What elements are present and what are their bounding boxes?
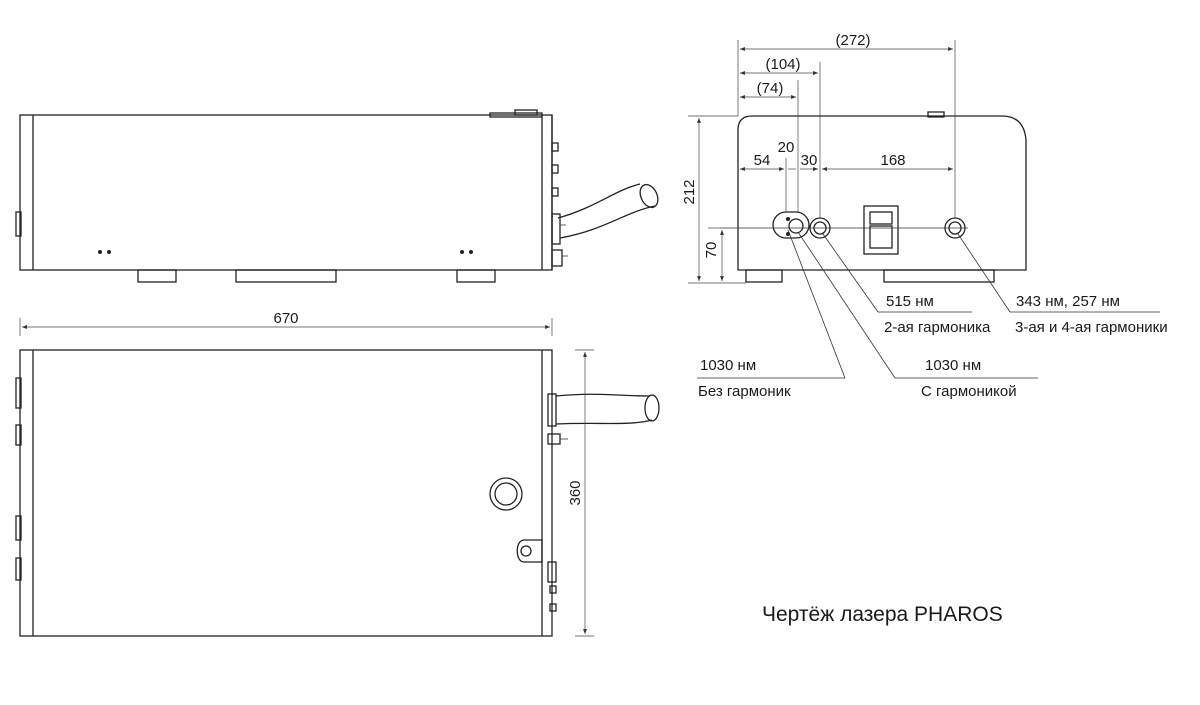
side-view-hose <box>557 183 656 239</box>
output-515-wavelength: 515 нм <box>886 293 934 310</box>
side-view-dot <box>460 250 464 254</box>
dimension-168-label: 168 <box>880 152 905 169</box>
front-view-top-knob <box>927 111 945 118</box>
dimension-length-label: 670 <box>273 310 298 327</box>
side-view-dot <box>98 250 102 254</box>
front-view-extension-lines <box>737 40 956 218</box>
leader-1030-with-harmonic: 1030 нм С гармоникой <box>797 231 1038 400</box>
top-view-hose-end <box>644 394 660 422</box>
dimension-depth: 360 <box>567 349 594 637</box>
dimension-depth-label: 360 <box>567 480 584 505</box>
side-view-dot <box>469 250 473 254</box>
side-view-dot <box>107 250 111 254</box>
leader-515: 515 нм 2-ая гармоника <box>822 233 991 336</box>
output-1030-harm-description: С гармоникой <box>921 383 1017 400</box>
side-view-connector <box>551 187 559 197</box>
dimension-272: (272) <box>740 32 953 51</box>
dimension-beam-height-label: 70 <box>703 242 720 259</box>
top-view-body <box>19 349 553 637</box>
dimension-20-label: 20 <box>778 139 795 156</box>
top-view-connector <box>547 393 557 427</box>
dimension-272-label: (272) <box>835 32 870 49</box>
top-view-left-tab <box>15 377 22 409</box>
output-343-257-wavelength: 343 нм, 257 нм <box>1016 293 1120 310</box>
dimension-height-label: 212 <box>681 179 698 204</box>
side-view-hose-end <box>639 183 659 209</box>
side-view-foot <box>137 269 177 283</box>
side-view-connector <box>551 142 559 152</box>
output-343-257-description: 3-ая и 4-ая гармоники <box>1015 319 1168 336</box>
dimension-30-label: 30 <box>801 152 818 169</box>
top-view-left-tab <box>15 557 22 581</box>
dimension-beam-height: 70 <box>703 227 724 281</box>
dimension-104: (104) <box>740 56 818 75</box>
output-515-description: 2-ая гармоника <box>884 319 991 336</box>
dimension-54-label: 54 <box>754 152 771 169</box>
output-port-marker <box>786 217 790 221</box>
top-view-connector <box>549 603 557 612</box>
output-port-1030-inner <box>788 218 804 234</box>
front-view <box>720 111 1027 283</box>
side-view-foot <box>456 269 496 283</box>
side-view-top-knob <box>514 109 538 116</box>
dimension-74: (74) <box>740 80 796 99</box>
side-view <box>15 109 659 283</box>
output-1030-harm-wavelength: 1030 нм <box>925 357 981 374</box>
front-view-window-inner <box>869 225 893 249</box>
leader-1030-no-harmonics: 1030 нм Без гармоник <box>697 229 846 400</box>
dimension-row-spacing: 54 20 30 168 <box>740 139 953 171</box>
side-view-top-lip <box>489 112 543 118</box>
output-1030-no-harm-wavelength: 1030 нм <box>700 357 756 374</box>
front-view-foot <box>745 269 783 283</box>
side-view-body <box>19 114 553 271</box>
top-view-hose <box>555 393 653 425</box>
front-view-window-inner <box>869 211 893 225</box>
top-view-bracket <box>516 539 543 563</box>
dimension-length: 670 <box>19 310 553 336</box>
top-view-bracket-hole <box>520 545 532 557</box>
top-view-round-port-inner <box>494 482 518 506</box>
top-view-round-port <box>489 477 523 511</box>
side-view-foot <box>235 269 337 283</box>
top-view-left-tab <box>15 515 22 541</box>
dimension-74-label: (74) <box>757 80 784 97</box>
dimension-104-label: (104) <box>765 56 800 73</box>
side-view-connector <box>551 249 563 267</box>
top-view-left-tab <box>15 424 22 446</box>
side-view-left-bump <box>15 211 22 237</box>
top-view <box>15 349 660 637</box>
leader-343-257: 343 нм, 257 нм 3-ая и 4-ая гармоники <box>957 233 1168 336</box>
front-view-window <box>863 205 899 255</box>
top-view-connector <box>549 585 557 594</box>
side-view-connector <box>551 213 561 245</box>
top-view-connector <box>547 561 557 583</box>
dimension-height: 212 <box>681 115 746 284</box>
output-1030-no-harm-description: Без гармоник <box>698 383 791 400</box>
side-view-connector <box>551 164 559 174</box>
front-view-foot <box>883 269 995 283</box>
drawing-caption: Чертёж лазера PHAROS <box>762 603 1003 626</box>
